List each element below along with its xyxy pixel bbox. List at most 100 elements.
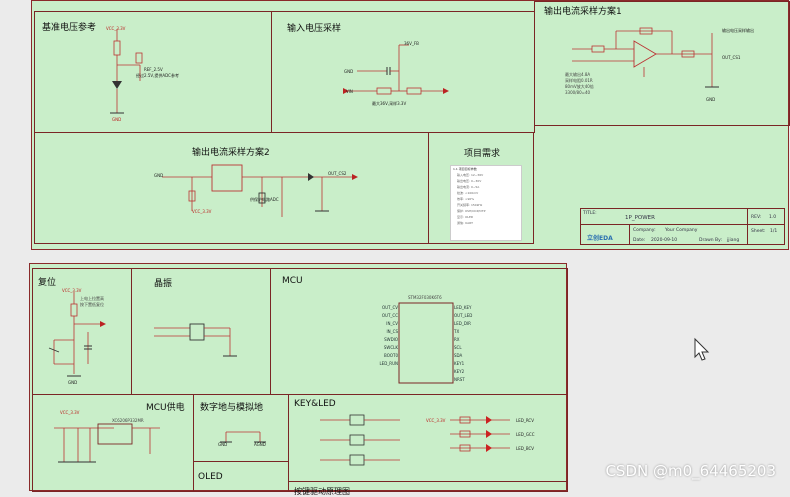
mcu-pin-label: OUT_CV	[381, 305, 398, 310]
leds-circuit	[450, 416, 510, 452]
mcu-pin-label: LED_KEY	[454, 305, 472, 310]
iout2-note: 供保护电路ADC	[250, 197, 279, 202]
mcu-part-label: STM32F030K6T6	[408, 295, 442, 300]
title-block: TITLE: 1P_POWER REV: 1.0 立创EDA Company: …	[580, 208, 785, 245]
net-gnd-reset: GND	[68, 380, 78, 385]
iout1-note-4: 3300/80=40	[565, 90, 591, 95]
section-title-oled: OLED	[198, 472, 223, 482]
reset-note-1: 上电上拉置高	[80, 296, 104, 301]
section-title-mcu: MCU	[282, 276, 303, 286]
net-vcc33-reset: VCC_3.3V	[62, 288, 82, 293]
req-line: 保护: OVP/OCP/OTP	[457, 209, 486, 213]
mcu-pin-label: IN_CS	[386, 329, 398, 334]
tb-company-value: Your Company	[665, 228, 698, 233]
tb-company-label: Company:	[633, 228, 656, 233]
vin-note: 最大36V,采样3.3V	[372, 101, 407, 106]
net-led-rcv: LED_RCV	[516, 418, 534, 423]
section-title-bottom: 按键驱动原理图	[294, 487, 350, 496]
req-line: 输出电压: 0~30V	[457, 179, 482, 183]
section-title-iout1: 输出电流采样方案1	[544, 7, 622, 17]
net-gnd-iout1: GND	[706, 97, 716, 102]
mcu-pin-label: SWCLK	[383, 345, 398, 350]
net-agnd: AGND	[254, 442, 266, 447]
section-title-iout2: 输出电流采样方案2	[192, 148, 270, 158]
req-line: 显示: OLED	[457, 215, 474, 219]
net-led-gcc: LED_GCC	[516, 432, 535, 437]
section-req	[428, 132, 534, 244]
tb-date-label: Date:	[633, 238, 646, 243]
net-vcc33-led: VCC_3.3V	[426, 418, 446, 423]
req-line: 开关频率: 150kHz	[457, 203, 483, 207]
section-title-keyled: KEY&LED	[294, 399, 336, 409]
section-title-dgnd: 数字地与模拟地	[200, 403, 264, 413]
vref-note: 经过2.5V,提供ADC参考	[136, 73, 179, 78]
net-gnd-dgnd: GND	[218, 442, 228, 447]
mcu-pin-label: RX	[454, 337, 460, 342]
section-title-req: 项目需求	[464, 149, 501, 159]
mcu-pin-label: SCL	[454, 345, 462, 350]
net-vin: VIN	[346, 89, 353, 94]
reset-circuit	[48, 292, 106, 377]
section-title-vin: 输入电压采样	[287, 24, 342, 34]
mcu-pin-label: BOOT0	[384, 353, 398, 358]
keys-circuit	[320, 414, 400, 466]
watermark: CSDN @m0_64465203	[605, 462, 776, 480]
section-title-crystal: 晶振	[154, 279, 173, 289]
net-ref25: REF_2.5V	[144, 67, 163, 72]
mcu-pin-label: KEY2	[454, 369, 465, 374]
mouse-cursor-icon	[694, 337, 710, 361]
requirements-card: 1.1 项目目标参数 输入电压: 12~36V 输出电压: 0~30V 输出电流…	[450, 165, 522, 241]
section-title-reset: 复位	[38, 278, 57, 288]
mcu-pin-label: IN_CV	[386, 321, 398, 326]
iout1-out-label: 输出电压采样输出	[722, 28, 754, 33]
net-gnd-vref: GND	[112, 117, 122, 122]
mcu-pin-label: LED_DIR	[454, 321, 471, 326]
req-line: 输出电流: 0~5A	[457, 185, 480, 189]
schematic-sheet-power: 基准电压参考 VCC_3.3V REF_2.5V 经过2.5V,提供ADC参考 …	[31, 0, 790, 250]
tb-drawn-value: jjiang	[727, 238, 740, 243]
net-vcc33-vref: VCC_3.3V	[106, 26, 126, 31]
net-gnd-vin: GND	[344, 69, 354, 74]
tb-logo: 立创EDA	[587, 235, 613, 242]
iout2-circuit	[162, 164, 358, 217]
tb-title-value: 1P_POWER	[625, 215, 655, 221]
net-led-bcv: LED_BCV	[516, 446, 535, 451]
iout1-note-3: 80mV放大40倍	[565, 84, 594, 89]
tb-drawn-label: Drawn By:	[699, 238, 722, 243]
mcu-pin-label: SWDIO	[384, 337, 398, 342]
tb-sheet-value: 1/1	[770, 229, 778, 234]
tb-date-value: 2020-09-10	[651, 238, 678, 243]
req-line: 输入电压: 12~36V	[457, 173, 484, 177]
vref-circuit	[110, 29, 143, 114]
net-out-cs2: OUT_CS2	[328, 171, 347, 176]
req-line: 通信: UART	[457, 221, 473, 225]
net-36v-fb: 36V_FB	[404, 41, 419, 46]
section-title-vref: 基准电压参考	[42, 23, 97, 33]
schematic-sheet-mcu: 复位 VCC_3.3V 上电上拉置高 按下置低复位 GND 晶振 MCU STM…	[29, 263, 568, 496]
net-vcc33-iout2: VCC_3.3V	[192, 209, 212, 214]
crystal-circuit	[154, 323, 237, 357]
net-out-cs1: OUT_CS1	[722, 55, 741, 60]
mcu-pin-label: OUT_CC	[381, 313, 398, 318]
ldo-part-label: XC6206P332MR	[112, 418, 144, 423]
mcu-pin-label: TX	[454, 329, 460, 334]
tb-title-label: TITLE:	[583, 211, 597, 216]
ldo-circuit	[54, 423, 160, 463]
req-line: 1.1 项目目标参数	[453, 167, 477, 171]
tb-rev-label: REV:	[751, 215, 762, 220]
mcu-pin-label: OUT_LED	[454, 313, 473, 318]
tb-rev-value: 1.0	[769, 215, 777, 220]
net-vcc33-power: VCC_3.3V	[60, 410, 80, 415]
dgnd-circuit	[220, 431, 266, 443]
iout1-note-2: 采样电阻0.01R	[565, 78, 593, 83]
net-gnd-iout2: GND	[154, 173, 164, 178]
tb-sheet-label: Sheet:	[751, 229, 766, 234]
mcu-pin-label: SDA	[454, 353, 463, 358]
req-line: 效率: >90%	[457, 197, 475, 201]
section-title-mcu-power: MCU供电	[146, 403, 185, 413]
mcu-chip	[398, 302, 454, 384]
reset-note-2: 按下置低复位	[80, 302, 104, 307]
iout1-circuit	[572, 27, 719, 88]
vin-circuit	[343, 44, 449, 95]
